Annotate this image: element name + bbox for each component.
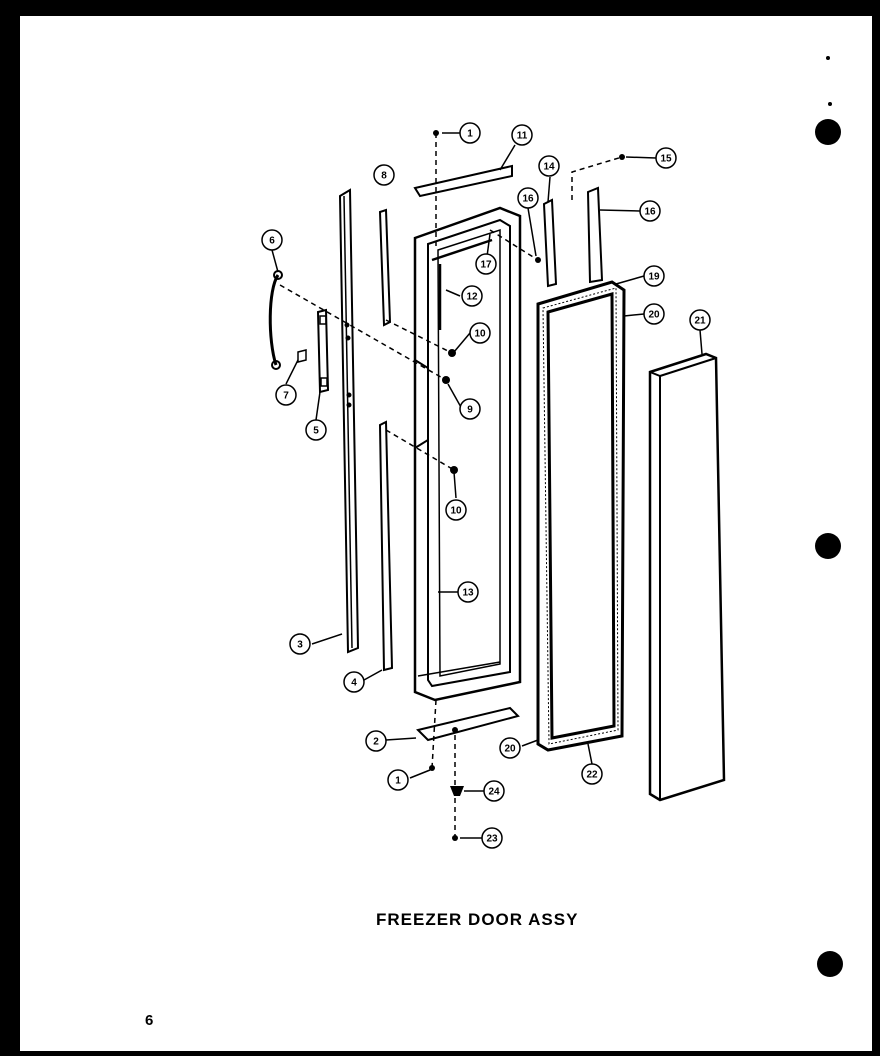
hinge-plates — [413, 164, 520, 742]
callout-20: 20 — [499, 737, 521, 759]
callout-label: 7 — [283, 391, 289, 402]
callout-label: 21 — [694, 316, 706, 327]
page-number: 6 — [145, 1012, 154, 1029]
callout-12: 12 — [461, 285, 483, 307]
callout-label: 3 — [297, 640, 303, 651]
side-trim-strip — [338, 188, 360, 654]
inner-panel — [648, 352, 726, 802]
diagram-title: FREEZER DOOR ASSY — [376, 910, 579, 929]
callout-20: 20 — [643, 303, 665, 325]
punch-hole — [815, 119, 841, 145]
callout-9: 9 — [459, 398, 481, 420]
callout-label: 22 — [586, 770, 598, 781]
callout-24: 24 — [483, 780, 505, 802]
callout-label: 2 — [373, 737, 379, 748]
callout-23: 23 — [481, 827, 503, 849]
callout-7: 7 — [275, 384, 297, 406]
callout-11: 11 — [511, 124, 533, 146]
callout-label: 5 — [313, 426, 319, 437]
callout-label: 14 — [543, 162, 555, 173]
callout-label: 4 — [351, 678, 357, 689]
callout-label: 19 — [648, 272, 660, 283]
callout-3: 3 — [289, 633, 311, 655]
callout-10: 10 — [445, 499, 467, 521]
callout-label: 13 — [462, 588, 474, 599]
callout-21: 21 — [689, 309, 711, 331]
callout-label: 10 — [450, 506, 462, 517]
callout-6: 6 — [261, 229, 283, 251]
callout-4: 4 — [343, 671, 365, 693]
callout-label: 20 — [648, 310, 660, 321]
callout-label: 9 — [467, 405, 473, 416]
callout-8: 8 — [373, 164, 395, 186]
callout-label: 16 — [644, 207, 656, 218]
punch-hole — [828, 102, 832, 106]
callout-17: 17 — [475, 253, 497, 275]
callout-19: 19 — [643, 265, 665, 287]
callout-10: 10 — [469, 322, 491, 344]
handle-parts — [268, 270, 330, 394]
callout-label: 11 — [517, 131, 528, 142]
callout-16: 16 — [639, 200, 661, 222]
callout-label: 12 — [466, 292, 478, 303]
callout-1: 1 — [387, 769, 409, 791]
callout-label: 10 — [474, 329, 486, 340]
callout-leaders — [271, 132, 703, 839]
callout-22: 22 — [581, 763, 603, 785]
callout-label: 1 — [467, 129, 473, 140]
callout-label: 16 — [522, 194, 534, 205]
punch-hole — [826, 56, 830, 60]
callout-13: 13 — [457, 581, 479, 603]
callout-1: 1 — [459, 122, 481, 144]
callout-label: 1 — [395, 776, 401, 787]
punch-hole — [815, 533, 841, 559]
callout-2: 2 — [365, 730, 387, 752]
door-gasket — [536, 280, 626, 752]
callout-label: 23 — [486, 834, 498, 845]
callout-label: 24 — [488, 787, 500, 798]
callout-label: 17 — [480, 260, 492, 271]
callout-label: 8 — [381, 171, 387, 182]
drawing-sheet — [20, 16, 872, 1051]
callout-label: 15 — [660, 154, 672, 165]
alignment-lines — [279, 133, 623, 836]
top-brackets — [542, 186, 604, 288]
callout-14: 14 — [538, 155, 560, 177]
filler-strips — [378, 208, 394, 672]
callout-15: 15 — [655, 147, 677, 169]
punch-hole — [817, 951, 843, 977]
door-frame — [413, 206, 522, 702]
callout-label: 6 — [269, 236, 275, 247]
callout-label: 20 — [504, 744, 516, 755]
callout-5: 5 — [305, 419, 327, 441]
punch-holes — [815, 56, 843, 977]
callout-16: 16 — [517, 187, 539, 209]
